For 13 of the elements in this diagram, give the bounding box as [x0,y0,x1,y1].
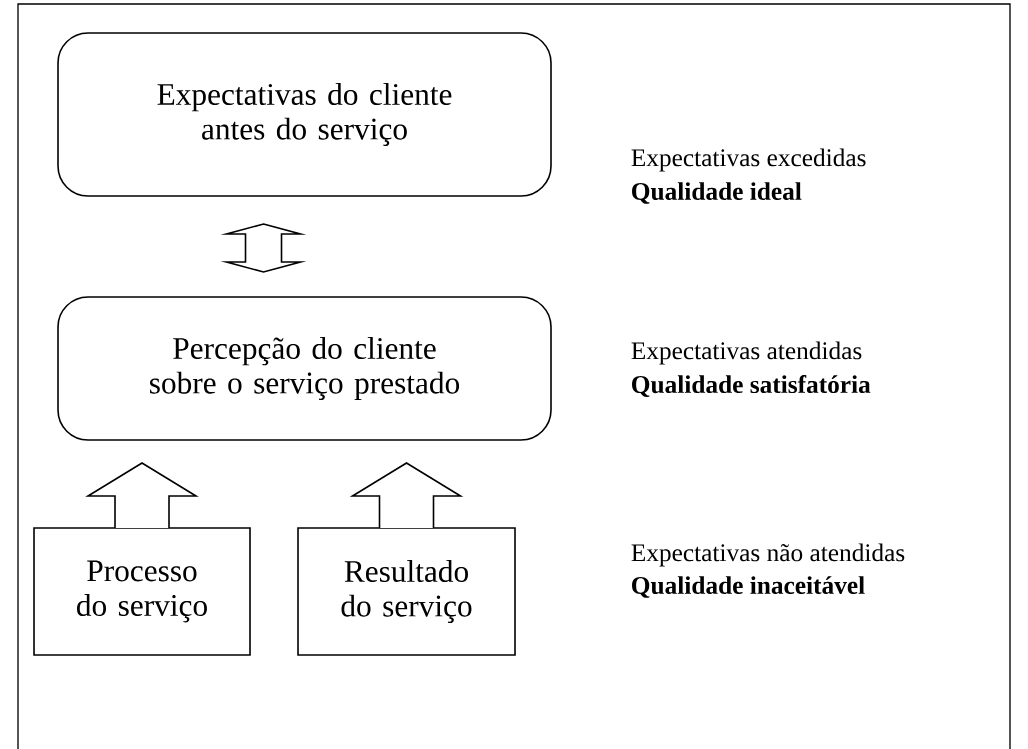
status-text: Expectativas excedidas [631,148,866,172]
rounded-box: Percepção do cliente sobre o serviço prestado [57,296,552,441]
process-box: Processo do serviço [33,527,251,656]
block-arrow [349,462,464,529]
block-arrow [85,462,199,529]
status-text: Qualidade ideal [632,182,802,204]
status-text: Expectativas atendidas [631,341,862,365]
process-box: Resultado do serviço [297,527,516,656]
status-text: Qualidade satisfatória [632,375,871,397]
status-text: Qualidade inaceitável [632,576,865,598]
block-arrow [220,223,307,273]
status-text: Expectativas não atendidas [631,543,905,567]
rounded-box: Expectativas do cliente antes do serviço [57,32,552,197]
